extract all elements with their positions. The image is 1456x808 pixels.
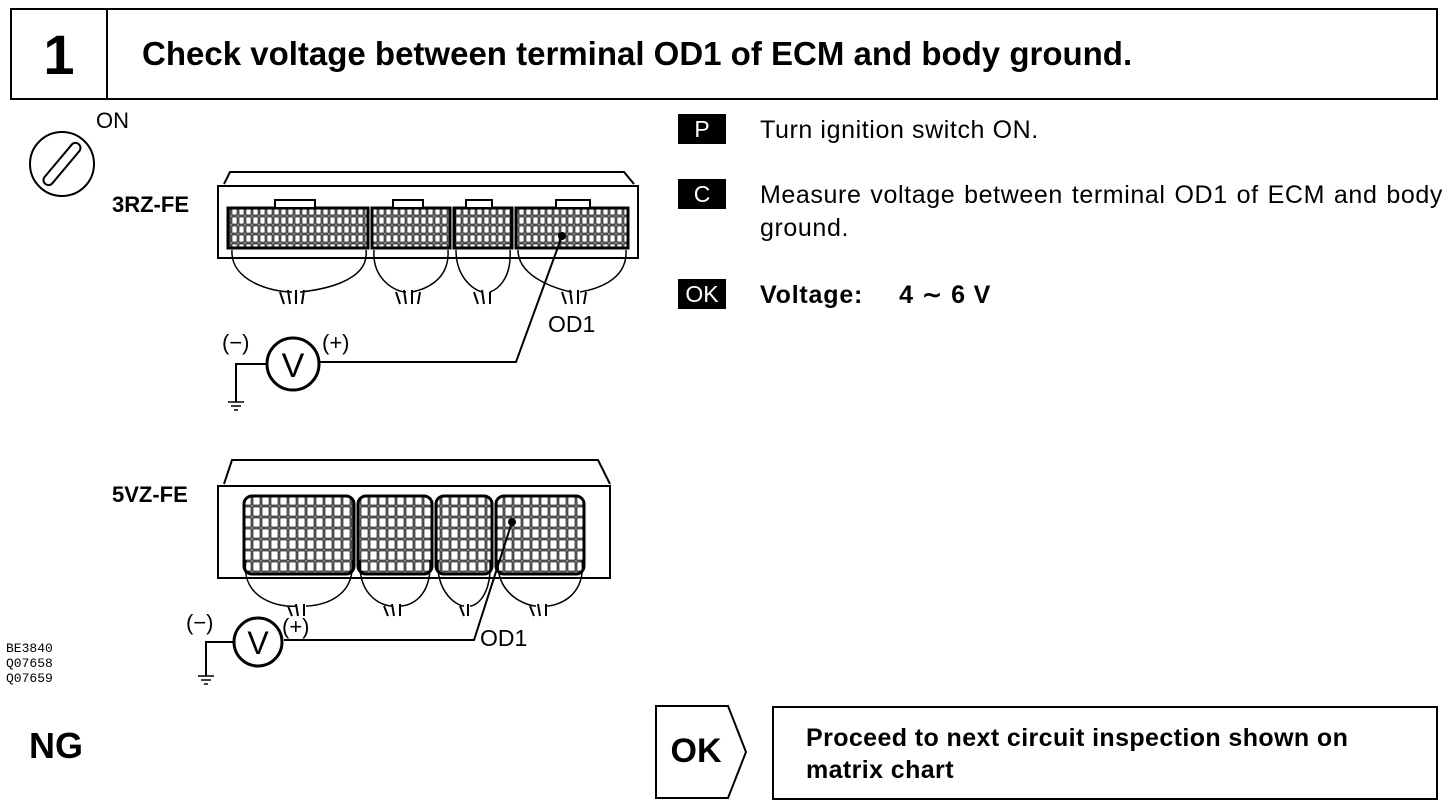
plus-label-bottom: (+) <box>282 614 310 639</box>
ground-icon <box>228 401 244 411</box>
spec-row: OK Voltage: 4 ∼ 6 V <box>678 279 1443 312</box>
badge-p: P <box>678 114 726 144</box>
figure-code: Q07659 <box>6 671 53 686</box>
figure-code: BE3840 <box>6 641 53 656</box>
figure-codes: BE3840 Q07658 Q07659 <box>6 641 53 686</box>
engine-label-3rz: 3RZ-FE <box>112 192 189 217</box>
instruction-text: Turn ignition switch ON. <box>760 116 1039 144</box>
spec-value: 4 ∼ 6 V <box>899 281 992 309</box>
ok-action-text: Proceed to next circuit inspection shown… <box>806 724 1349 784</box>
ecm-wiring-diagram: ON 3RZ-FE V (−) (+) OD1 <box>29 108 639 685</box>
ok-action-box: Proceed to next circuit inspection shown… <box>772 706 1438 800</box>
spec-label: Voltage: <box>760 281 864 309</box>
instruction-check: C Measure voltage between terminal OD1 o… <box>678 179 1443 245</box>
instruction-prepare: P Turn ignition switch ON. <box>678 114 1443 147</box>
step-number: 1 <box>12 10 108 98</box>
ground-icon-bottom <box>198 675 214 685</box>
figure-code: Q07658 <box>6 656 53 671</box>
minus-label: (−) <box>222 330 250 355</box>
ignition-switch-icon <box>29 131 95 197</box>
step-header: 1 Check voltage between terminal OD1 of … <box>10 8 1438 100</box>
engine-label-5vz: 5VZ-FE <box>112 482 188 507</box>
ok-label: OK <box>670 731 722 770</box>
step-title: Check voltage between terminal OD1 of EC… <box>142 35 1133 72</box>
ecm-3rz-fe: 3RZ-FE <box>112 171 639 305</box>
voltmeter-circuit-bottom: V (−) (+) OD1 <box>186 521 527 685</box>
voltmeter-symbol: V <box>282 347 305 385</box>
voltmeter-circuit-top: V (−) (+) OD1 <box>222 235 595 411</box>
minus-label-bottom: (−) <box>186 610 214 635</box>
ignition-on-label: ON <box>96 108 129 133</box>
ok-arrow-icon <box>655 705 748 799</box>
terminal-label: OD1 <box>548 311 595 337</box>
badge-c: C <box>678 179 726 209</box>
voltmeter-symbol-bottom: V <box>247 625 269 661</box>
terminal-label-bottom: OD1 <box>480 625 527 651</box>
ng-label: NG <box>29 725 83 766</box>
badge-ok: OK <box>678 279 726 309</box>
ecm-5vz-fe: 5VZ-FE <box>112 459 611 617</box>
instruction-text: Measure voltage between terminal OD1 of … <box>760 181 1443 242</box>
plus-label: (+) <box>322 330 350 355</box>
